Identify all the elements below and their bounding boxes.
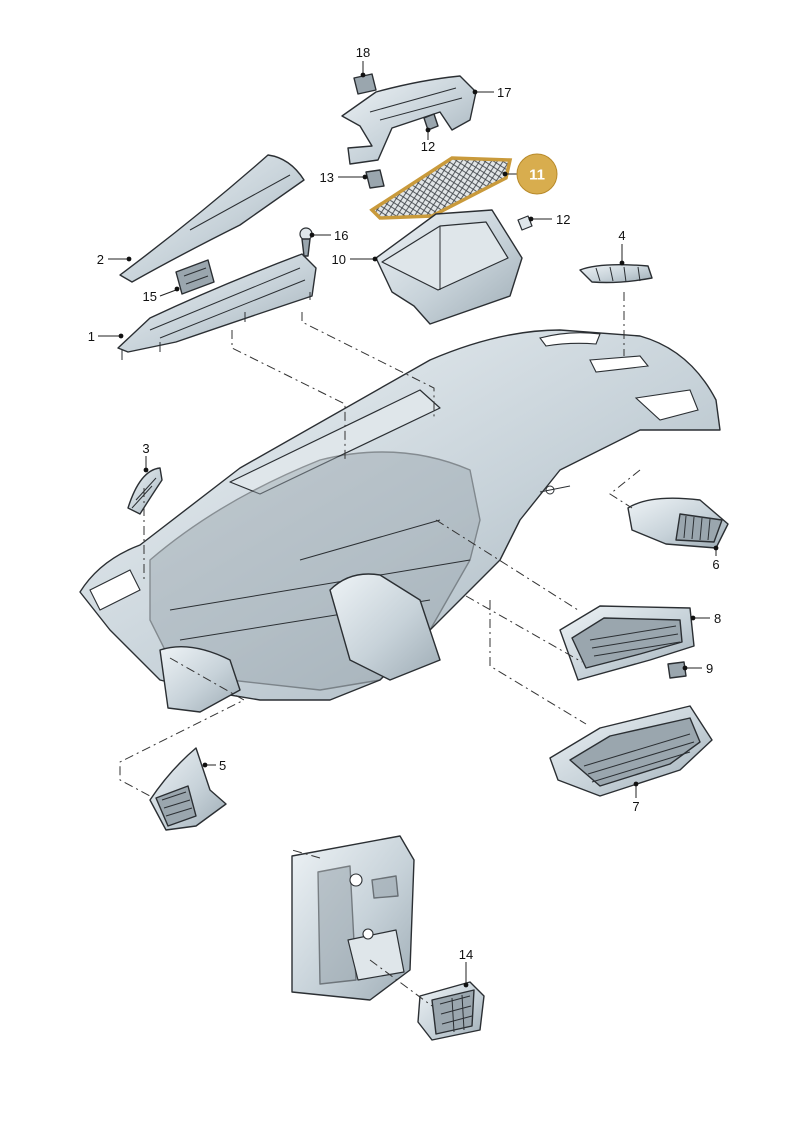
callout-16: 16 — [334, 228, 348, 243]
callout-14: 14 — [459, 947, 473, 962]
inset-detail — [291, 835, 415, 1001]
part-13-clip — [365, 169, 385, 189]
callout-labels: 18 17 12 13 12 16 2 10 4 15 1 3 6 8 9 5 … — [88, 45, 721, 962]
part-18-clip — [353, 73, 377, 95]
part-10-duct — [375, 209, 523, 325]
part-1-lower-trim — [117, 253, 317, 360]
callout-6: 6 — [712, 557, 719, 572]
callout-1: 1 — [88, 329, 95, 344]
callout-11: 11 — [529, 167, 545, 184]
part-6-vent — [627, 497, 729, 549]
callout-9: 9 — [706, 661, 713, 676]
callout-2: 2 — [97, 252, 104, 267]
callout-leaders — [98, 61, 719, 988]
callout-15: 15 — [143, 289, 157, 304]
part-12-nut-upper — [423, 113, 439, 131]
callout-12-upper: 12 — [421, 139, 435, 154]
callout-17: 17 — [497, 85, 511, 100]
part-7-centre-vent — [549, 705, 713, 797]
callout-4: 4 — [618, 228, 625, 243]
part-5-vent — [149, 747, 227, 831]
callout-10: 10 — [332, 252, 346, 267]
part-4-vent — [579, 263, 653, 284]
part-8-centre-vent — [559, 605, 695, 681]
dashboard-main-body — [79, 329, 721, 713]
part-11-mesh-filter — [369, 156, 513, 220]
part-9-clip — [667, 661, 687, 679]
part-17-bracket — [341, 75, 477, 165]
callout-13: 13 — [320, 170, 334, 185]
highlight-badge-11: 11 — [516, 153, 558, 195]
part-3-vent — [127, 467, 163, 515]
assembly-lines — [119, 292, 641, 1007]
callout-8: 8 — [714, 611, 721, 626]
part-14-vent — [417, 981, 485, 1041]
callout-7: 7 — [632, 799, 639, 814]
part-12-nut-lower — [517, 215, 533, 231]
callout-12-lower: 12 — [556, 212, 570, 227]
callout-3: 3 — [142, 441, 149, 456]
part-15-switch — [175, 259, 215, 295]
callout-18: 18 — [356, 45, 370, 60]
part-2-upper-trim — [119, 154, 305, 283]
part-16-screw — [299, 227, 313, 257]
callout-5: 5 — [219, 758, 226, 773]
